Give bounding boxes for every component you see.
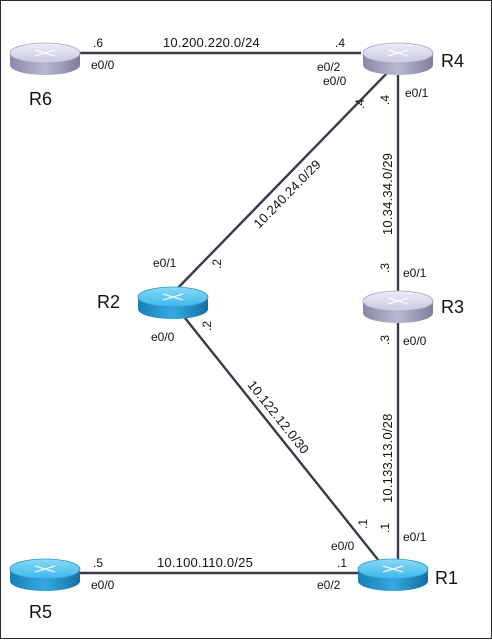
router-arrows-icon [162,293,184,301]
subnet-label-r2-r1: 10.122.12.0/30 [245,378,313,457]
router-arrows-icon [382,565,404,573]
router-r6-label: R6 [29,89,52,109]
interface-label-r3-e0-1: e0/1 [403,266,427,280]
link-r2-r1 [172,302,380,562]
router-r1[interactable] [357,558,429,591]
ip-label-r2-link-r4: .2 [210,259,224,269]
router-arrows-icon [34,565,56,573]
interface-label-r1-e0-2: e0/2 [317,578,341,592]
ip-label-r3-link-r4: .3 [378,263,392,273]
ip-label-r4-link-r2: .4 [353,99,367,109]
ip-label-r1-link-r5: .1 [337,556,347,570]
ip-label-r6: .6 [93,36,103,50]
router-r3-label: R3 [441,297,464,317]
ip-label-r3-link-r1: .3 [378,335,392,345]
interface-label-r2-e0-0: e0/0 [151,330,175,344]
subnet-label-r5-r1: 10.100.110.0/25 [157,555,253,570]
ip-label-r1-link-r3: .1 [378,523,392,533]
ip-label-r2-link-r1: .2 [200,321,214,331]
interface-label-r3-e0-0: e0/0 [403,334,427,348]
router-r1-label: R1 [435,568,458,588]
router-r6[interactable] [9,42,81,75]
router-r5-label: R5 [29,602,52,622]
ip-label-r4-link-r3: .4 [378,95,392,105]
router-r4-label: R4 [441,51,464,71]
router-r5[interactable] [9,558,81,591]
router-r2[interactable] [137,286,209,319]
interface-label-r4-e0-1: e0/1 [405,86,429,100]
subnet-label-r4-r2: 10.240.24.0/29 [250,157,323,231]
router-arrows-icon [34,49,56,57]
interface-label-r5-e0-0: e0/0 [91,578,115,592]
subnet-label-r3-r1: 10.133.13.0/28 [380,413,395,503]
router-arrows-icon [387,297,409,305]
interface-label-r4-e0-2: e0/2 [317,60,341,74]
interface-label-r2-e0-1: e0/1 [153,256,177,270]
router-r4[interactable] [362,42,434,75]
interface-label-r1-e0-0: e0/0 [331,539,355,553]
link-r4-r2 [172,70,390,294]
ip-label-r1-link-r2: .1 [356,519,370,529]
router-arrows-icon [387,49,409,57]
ip-label-r5: .5 [93,556,103,570]
interface-label-r4-e0-0: e0/0 [323,74,347,88]
ip-label-r4-link-r6: .4 [335,36,345,50]
interface-label-r1-e0-1: e0/1 [403,530,427,544]
subnet-label-r4-r3: 10.34.34.0/29 [380,153,395,235]
interface-label-r6-e0-0: e0/0 [91,58,115,72]
router-r2-label: R2 [97,292,120,312]
subnet-label-r6-r4: 10.200.220.0/24 [163,35,260,50]
router-r3[interactable] [362,290,434,323]
